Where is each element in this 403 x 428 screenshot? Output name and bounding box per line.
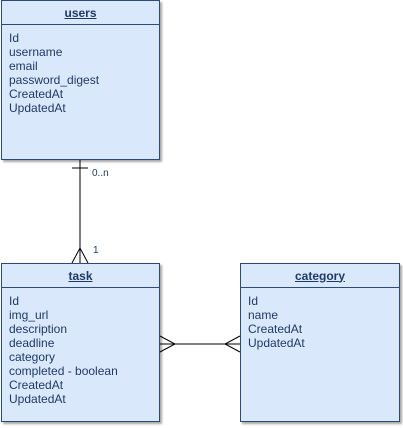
users-cardinality-label: 0..n [92,168,109,179]
task-many-marker [71,246,89,264]
entity-users[interactable]: users Id username email password_digest … [1,0,160,160]
task-side-many-marker [159,335,177,353]
field-item: CreatedAt [9,87,64,101]
entity-task-fields: Id img_url description deadline category… [2,288,159,406]
field-item: img_url [9,308,49,322]
field-item: CreatedAt [9,378,64,392]
field-item: deadline [9,336,55,350]
field-item: description [9,322,68,336]
field-item: completed - boolean [9,364,118,378]
field-item: name [248,308,279,322]
field-item: UpdatedAt [9,101,66,115]
field-item: UpdatedAt [9,392,66,406]
field-item: email [9,59,38,73]
field-item: category [9,350,56,364]
field-item: UpdatedAt [248,336,305,350]
field-item: CreatedAt [248,322,303,336]
field-item: password_digest [9,73,100,87]
category-side-many-marker [223,335,241,353]
entity-category[interactable]: category Id name CreatedAt UpdatedAt [240,263,400,422]
entity-users-fields: Id username email password_digest Create… [2,25,159,115]
field-item: Id [248,294,259,308]
entity-task-title: task [2,264,159,288]
task-cardinality-label: 1 [93,245,99,256]
field-item: Id [9,31,20,45]
field-item: Id [9,294,20,308]
entity-category-title: category [241,264,399,288]
entity-users-title: users [2,1,159,25]
entity-category-fields: Id name CreatedAt UpdatedAt [241,288,399,350]
entity-task[interactable]: task Id img_url description deadline cat… [1,263,160,422]
field-item: username [9,45,63,59]
